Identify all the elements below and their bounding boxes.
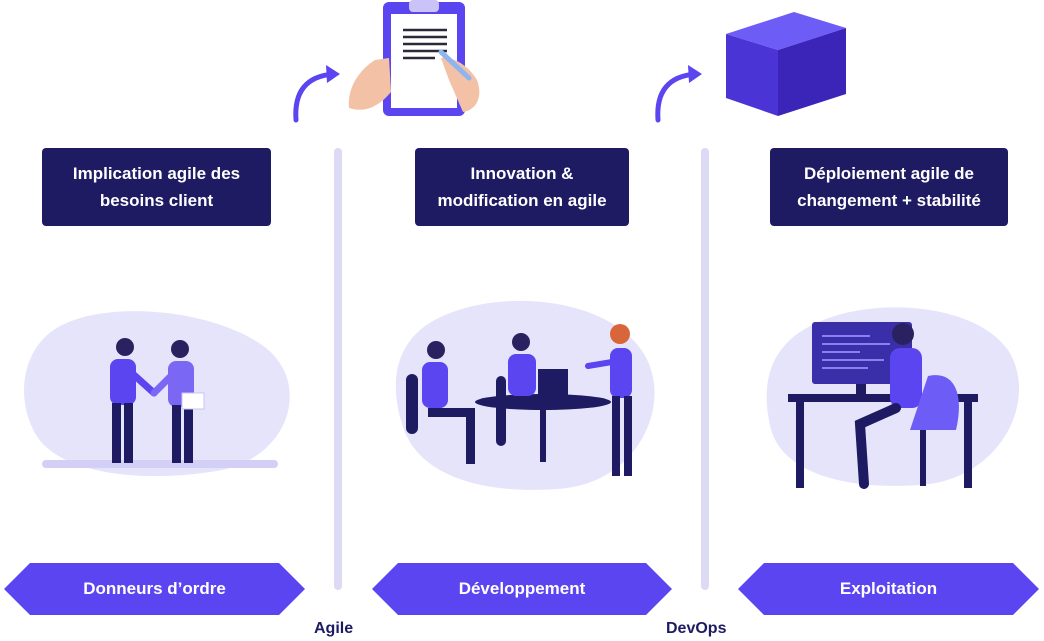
title-line: changement + stabilité bbox=[797, 191, 981, 210]
title-line: Déploiement agile de bbox=[803, 164, 975, 183]
divider-agile bbox=[334, 148, 342, 590]
handshake-illustration bbox=[23, 311, 290, 477]
cube-icon bbox=[726, 12, 846, 116]
transition-label-agile: Agile bbox=[314, 620, 354, 637]
column-3-title: Déploiement agile de changement + stabili… bbox=[770, 148, 1008, 226]
phase-exploitation: Exploitation bbox=[738, 563, 1039, 615]
curved-arrow-icon bbox=[655, 65, 702, 123]
phase-label: Développement bbox=[458, 579, 586, 598]
phase-label: Exploitation bbox=[839, 579, 938, 598]
title-line: besoins client bbox=[99, 191, 214, 210]
curved-arrow-icon bbox=[293, 65, 340, 123]
column-1-title: Implication agile des besoins client bbox=[42, 148, 271, 226]
divider-devops bbox=[701, 148, 709, 590]
clipboard-icon bbox=[348, 0, 480, 116]
transition-label-devops: DevOps bbox=[666, 620, 727, 637]
phase-label: Donneurs d’ordre bbox=[83, 579, 226, 598]
phase-donneurs-dordre: Donneurs d’ordre bbox=[4, 563, 305, 615]
title-line: Implication agile des bbox=[72, 164, 241, 183]
column-2-title: Innovation & modification en agile bbox=[415, 148, 629, 226]
title-line: Innovation & bbox=[470, 164, 574, 183]
meeting-illustration bbox=[395, 300, 655, 490]
phase-developpement: Développement bbox=[372, 563, 672, 615]
developer-illustration bbox=[766, 307, 1020, 489]
title-line: modification en agile bbox=[437, 191, 607, 210]
